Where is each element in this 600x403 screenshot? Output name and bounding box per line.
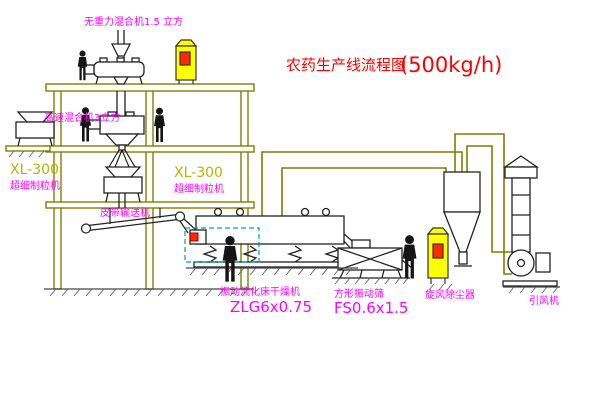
- label-screen-name: 方形振动筛: [334, 287, 384, 300]
- exhaust-duct: [261, 133, 512, 275]
- spring: [323, 245, 340, 263]
- elevator-motor-box: [179, 51, 191, 66]
- worker-figure: [154, 107, 165, 142]
- label-fan: 引风机: [529, 294, 559, 307]
- worker-figure: [77, 50, 88, 81]
- worker-figure: [402, 235, 417, 279]
- label-dryer-name: 振动流化床干燥机: [220, 285, 300, 298]
- y-chute: [108, 149, 136, 168]
- label-granulator-mid-model: XL-300: [174, 165, 223, 181]
- ground-hatching: [8, 150, 560, 297]
- cyclone-separator: [443, 171, 481, 267]
- label-high-speed-mixer: 高速混合机3立方: [44, 111, 120, 124]
- spring: [201, 245, 218, 263]
- side-platform: [5, 145, 51, 152]
- bucket-elevator-upper: [174, 39, 198, 84]
- floor-slab-top: [45, 83, 255, 92]
- column: [240, 87, 249, 290]
- fan-motor: [535, 252, 551, 273]
- feed-zone-outline: [184, 227, 260, 263]
- granulator-middle: [103, 166, 143, 208]
- label-screen-model: FS0.6x1.5: [334, 299, 408, 317]
- granulator-left: [15, 111, 55, 147]
- floor-slab-lower: [45, 201, 255, 209]
- page-title-capacity: (500kg/h): [400, 53, 502, 77]
- page-title: 农药生产线流程图: [286, 56, 406, 74]
- vibrating-screen: [332, 239, 413, 279]
- label-granulator-left-name: 超细制粒机: [10, 179, 60, 192]
- spring: [286, 245, 303, 263]
- fluidized-bed-dryer: [189, 207, 359, 268]
- floor-slab-mid: [45, 145, 255, 153]
- label-granulator-mid-name: 超细制粒机: [174, 182, 224, 195]
- label-dryer-model: ZLG6x0.75: [230, 298, 312, 316]
- bucket-elevator-lower: [426, 227, 450, 284]
- dryer-feed-indicator: [189, 232, 199, 242]
- label-cyclone: 旋风除尘器: [425, 288, 475, 301]
- label-gravity-mixer: 无重力混合机1.5 立方: [84, 15, 183, 28]
- gravity-mixer: [83, 30, 145, 85]
- label-belt-conveyor: 皮带输送机: [100, 206, 150, 219]
- high-speed-mixer: [87, 91, 145, 151]
- induced-draft-fan: [502, 249, 558, 287]
- labels: 无重力混合机1.5 立方 高速混合机3立方 XL-300 超细制粒机 XL-30…: [10, 15, 559, 317]
- exhaust-stack: [502, 155, 540, 253]
- elevator-motor-box: [432, 243, 444, 259]
- building-structure: [5, 83, 255, 290]
- rain-cap: [502, 155, 540, 168]
- label-granulator-left-model: XL-300: [10, 162, 59, 178]
- spring: [241, 245, 258, 263]
- column: [145, 87, 154, 290]
